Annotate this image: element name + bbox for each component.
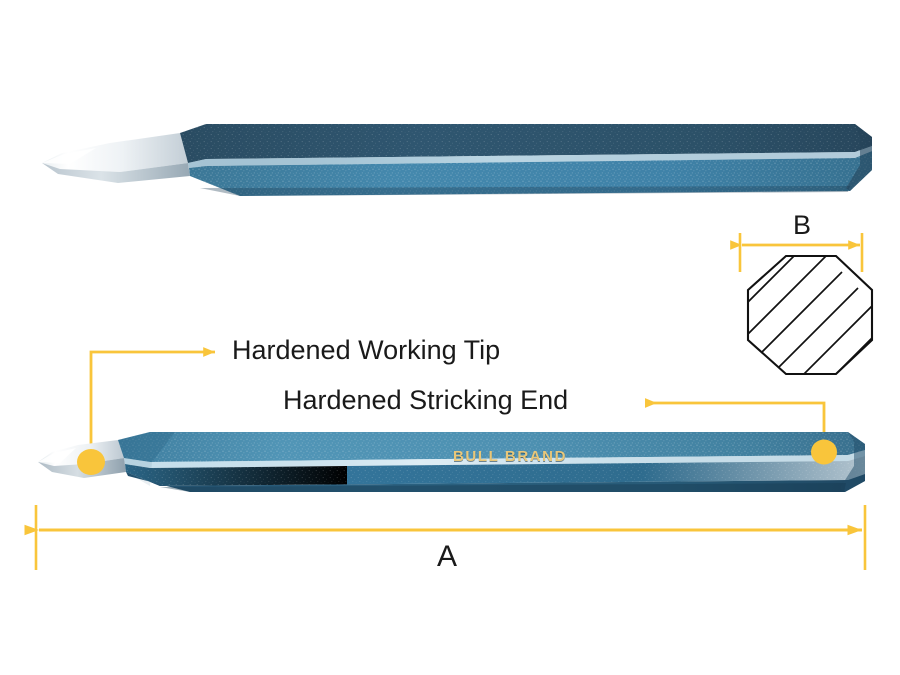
lower-chisel-facet-highlight [124, 450, 865, 468]
upper-chisel-bottom-shadow [200, 186, 850, 196]
upper-chisel-tip-upper-facet [42, 133, 188, 172]
callout-label-working-tip: Hardened Working Tip [232, 335, 501, 365]
lower-chisel-bottom-shadow [160, 483, 846, 492]
callout-markers [77, 439, 837, 475]
cross-section-group [730, 233, 874, 376]
upper-chisel-tip-lower-facet [42, 163, 190, 183]
lower-chisel-taper-shoulder-lower [124, 458, 152, 486]
upper-chisel-body-lower-speckle [189, 151, 872, 196]
marker-dot-working-tip [77, 449, 105, 475]
lower-chisel-body-top-speckle [118, 432, 865, 462]
dim-a-group [24, 505, 867, 570]
lower-chisel-taper-shoulder [118, 432, 175, 462]
dimension-label-a: A [437, 540, 458, 573]
cross-section-octagon [746, 254, 874, 376]
lower-chisel [38, 432, 865, 492]
lower-chisel-striking-end [840, 432, 865, 492]
lower-chisel-body-front-speckle [125, 456, 865, 486]
upper-chisel-tip-point-highlight [42, 148, 96, 164]
lower-chisel-body-lower-facet [126, 472, 865, 492]
upper-chisel [42, 124, 872, 196]
brand-marking: BULL BRAND [453, 448, 568, 465]
marker-dot-stricking-end [811, 439, 837, 465]
cross-section-hatching [748, 256, 872, 374]
dimension-label-b: B [793, 210, 812, 240]
upper-chisel-facet-highlight [188, 146, 872, 168]
upper-chisel-striking-end [846, 124, 872, 191]
leader-working-tip [89, 347, 216, 462]
callout-label-stricking-end: Hardened Stricking End [283, 385, 569, 415]
upper-chisel-body-top-speckle [180, 124, 872, 163]
lower-chisel-tip-point-highlight [38, 448, 76, 463]
